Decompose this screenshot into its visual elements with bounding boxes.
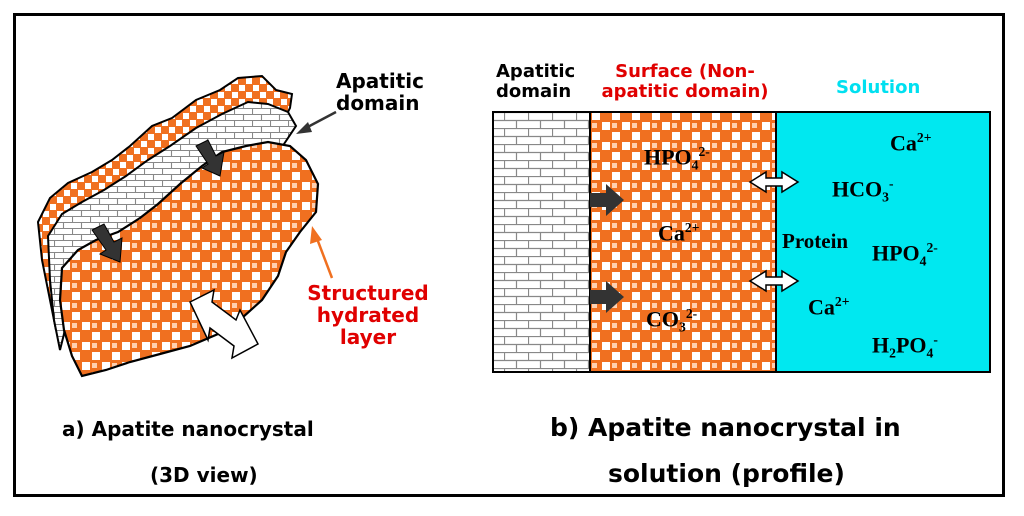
ion-base: CO (646, 306, 679, 332)
diffusion-arrow-icon (590, 184, 624, 216)
ion-subscript: 4 (919, 253, 927, 269)
ion-charge: - (888, 176, 894, 191)
header-line: Apatitic (496, 61, 576, 82)
ion-charge: - (933, 332, 938, 347)
label-apatitic-domain: Apatitic domain (336, 70, 424, 114)
ion-base: HPO (872, 240, 920, 266)
crystal-3d (36, 74, 320, 378)
caption-b-line2: solution (profile) (608, 459, 845, 488)
ion-charge: 2+ (916, 130, 932, 145)
ion-base: HPO (644, 144, 692, 170)
header-line: domain (496, 80, 572, 102)
label-line: Structured (307, 281, 429, 305)
label-structured-hydrated-layer: Structured hydrated layer (300, 282, 436, 348)
diffusion-arrow-icon (590, 281, 624, 313)
ion-charge: 2- (685, 306, 698, 321)
solution-block (775, 111, 991, 373)
ion-base: PO (895, 332, 927, 358)
ion-h2po4-solution: H2PO4- (872, 332, 938, 361)
caption-a-line2: (3D view) (150, 463, 258, 487)
label-line: domain (336, 91, 420, 115)
caption-a-line1: a) Apatite nanocrystal (62, 417, 314, 441)
ion-co3-surface: CO32- (646, 306, 697, 335)
exchange-double-arrow-icon (748, 170, 800, 194)
surface-arrow-icon (195, 139, 225, 177)
ion-base: Ca (890, 130, 917, 156)
protein-label: Protein (782, 229, 849, 253)
header-line: apatitic domain) (601, 80, 769, 102)
ion-subscript: 3 (882, 189, 889, 205)
ion-charge: 2+ (834, 294, 850, 309)
ion-hpo4-solution: HPO42- (872, 240, 938, 269)
exchange-double-arrow-icon (189, 288, 260, 360)
ion-base: H (872, 332, 890, 358)
ion-base: Ca (658, 220, 685, 246)
ion-ca-solution-bottom: Ca2+ (808, 294, 849, 320)
label-line: layer (339, 325, 397, 349)
surface-domain-block (589, 111, 777, 373)
surface-arrow-icon (91, 223, 123, 263)
header-line: Surface (Non- (615, 61, 755, 82)
ion-hpo4-surface: HPO42- (644, 144, 710, 173)
crystal-front-layer (58, 140, 320, 378)
apatitic-domain-block (492, 111, 591, 373)
exchange-double-arrow-icon (748, 269, 800, 293)
ion-subscript: 2 (889, 345, 896, 361)
ion-subscript: 4 (926, 345, 934, 361)
profile-diagram (492, 111, 991, 373)
ion-subscript: 4 (691, 157, 699, 173)
ion-base: HCO (832, 176, 883, 202)
header-surface-domain: Surface (Non- apatitic domain) (592, 62, 778, 102)
header-solution: Solution (836, 77, 921, 98)
ion-base: Ca (808, 294, 835, 320)
caption-b-line1: b) Apatite nanocrystal in (550, 413, 901, 442)
apatitic-pointer-arrow-icon (296, 110, 337, 134)
layer-pointer-arrow-icon (310, 226, 334, 279)
ion-subscript: 3 (679, 319, 686, 335)
header-apatitic-domain: Apatitic domain (496, 62, 575, 102)
ion-hco3-solution: HCO3- (832, 176, 893, 205)
ion-ca-solution-top: Ca2+ (890, 130, 931, 156)
ion-ca-surface: Ca2+ (658, 220, 699, 246)
ion-charge: 2- (926, 240, 938, 255)
label-line: Apatitic (336, 69, 424, 93)
ion-charge: 2+ (684, 220, 700, 235)
ion-charge: 2- (698, 144, 710, 159)
label-line: hydrated (316, 303, 420, 327)
